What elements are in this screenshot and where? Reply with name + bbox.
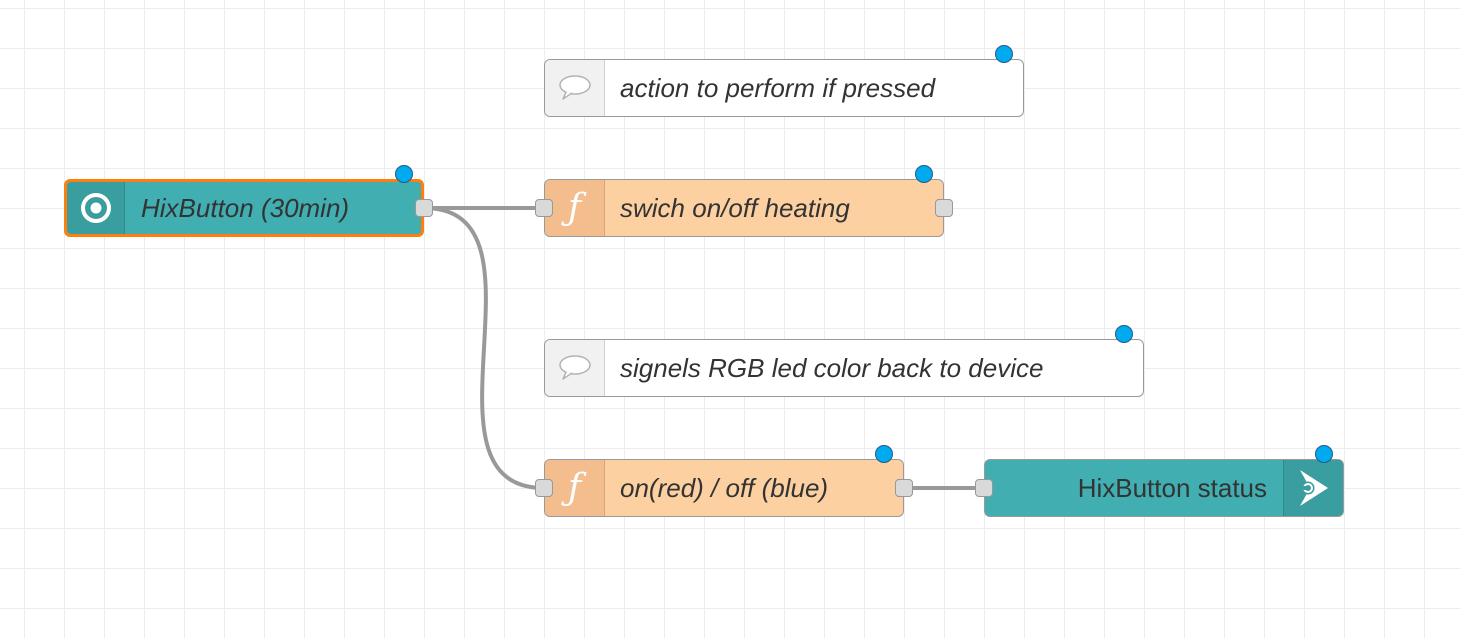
- inject-node-changed-indicator: [395, 165, 413, 183]
- comment-icon: [558, 75, 591, 100]
- inject-node-icon-box[interactable]: [67, 182, 125, 234]
- output-node-hixbutton-status[interactable]: HixButton status: [984, 459, 1344, 517]
- function-node-label: swich on/off heating: [620, 192, 850, 223]
- output-node-label: HixButton status: [1077, 472, 1267, 503]
- function-node-output-port[interactable]: [935, 199, 953, 217]
- function-node-switch-heating[interactable]: ƒ swich on/off heating: [544, 179, 944, 237]
- function-node-input-port[interactable]: [535, 199, 553, 217]
- comment-node-icon-box: [545, 340, 605, 396]
- function-node-output-port[interactable]: [895, 479, 913, 497]
- inject-node-hixbutton[interactable]: HixButton (30min): [64, 179, 424, 237]
- comment-node-rgb-led[interactable]: signels RGB led color back to device: [544, 339, 1144, 397]
- output-node-changed-indicator: [1315, 445, 1333, 463]
- inject-node-output-port[interactable]: [415, 199, 433, 217]
- output-icon: [1298, 470, 1328, 506]
- comment-node-action-pressed[interactable]: action to perform if pressed: [544, 59, 1024, 117]
- inject-node-label: HixButton (30min): [141, 192, 350, 223]
- function-node-icon-box: ƒ: [545, 460, 605, 516]
- comment-node-label: action to perform if pressed: [620, 72, 936, 103]
- wire-inject-to-led-color[interactable]: [423, 206, 545, 490]
- comment-node-changed-indicator: [1115, 325, 1133, 343]
- function-node-changed-indicator: [915, 165, 933, 183]
- inject-icon: [80, 193, 111, 223]
- function-icon: ƒ: [567, 467, 582, 508]
- function-node-changed-indicator: [875, 445, 893, 463]
- function-node-led-color[interactable]: ƒ on(red) / off (blue): [544, 459, 904, 517]
- function-node-label: on(red) / off (blue): [620, 472, 829, 503]
- output-node-icon-box: [1283, 460, 1343, 516]
- comment-node-icon-box: [545, 60, 605, 116]
- function-node-input-port[interactable]: [535, 479, 553, 497]
- output-node-input-port[interactable]: [975, 479, 993, 497]
- comment-icon: [558, 355, 591, 380]
- function-node-icon-box: ƒ: [545, 180, 605, 236]
- comment-node-changed-indicator: [995, 45, 1013, 63]
- function-icon: ƒ: [567, 187, 582, 228]
- comment-node-label: signels RGB led color back to device: [620, 352, 1044, 383]
